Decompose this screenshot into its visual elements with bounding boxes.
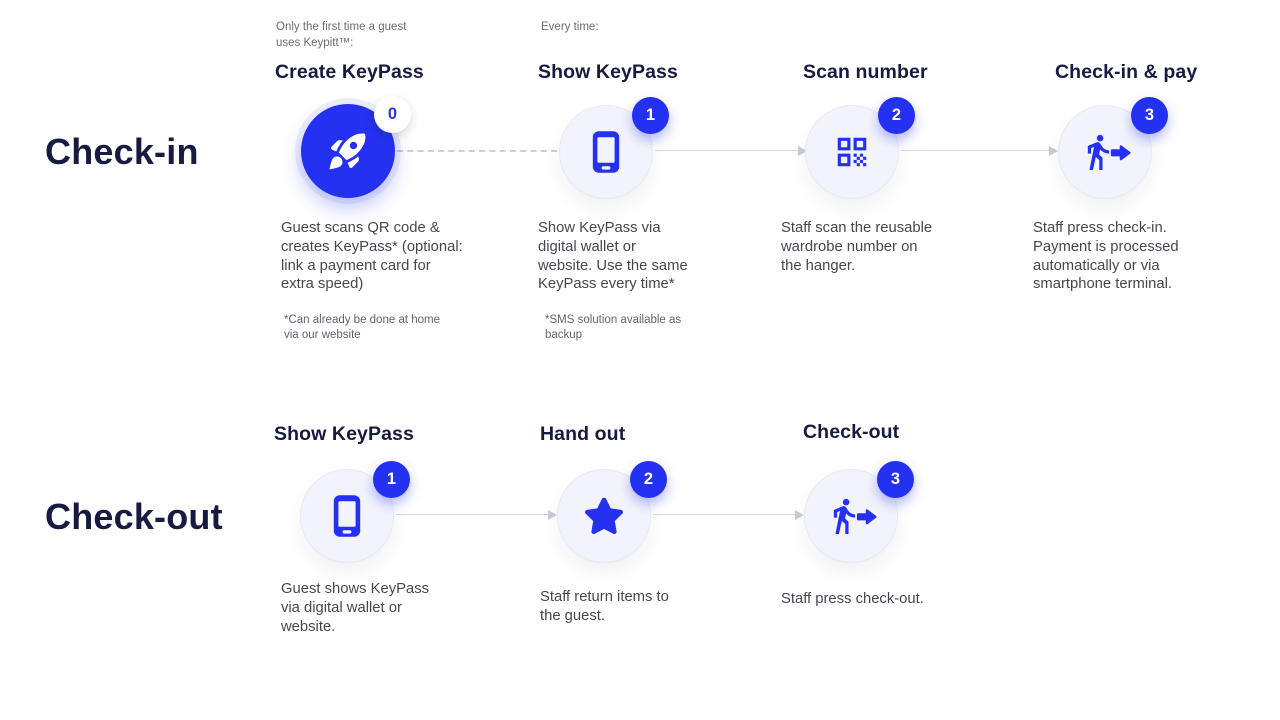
step-badge: 1 <box>373 461 410 498</box>
qr-code-icon <box>837 137 867 167</box>
checkin-row-title: Check-in <box>45 131 199 172</box>
connector-line <box>653 514 796 515</box>
step-badge: 3 <box>877 461 914 498</box>
step-circle-create-keypass: 0 <box>301 96 411 198</box>
step-footnote: *SMS solution available as backup <box>545 314 682 342</box>
step-description: Guest shows KeyPass via digital wallet o… <box>281 581 430 635</box>
step-badge: 1 <box>632 97 669 134</box>
step-title-show-keypass: Show KeyPass <box>538 61 678 83</box>
step-title-scan-number: Scan number <box>803 61 928 83</box>
step-circle-show-keypass-out: 1 <box>300 461 410 563</box>
step-description: Show KeyPass via digital wallet or websi… <box>538 220 688 293</box>
walk-arrow-icon <box>833 498 877 534</box>
step-title-checkin-pay: Check-in & pay <box>1055 61 1198 83</box>
step-badge: 2 <box>630 461 667 498</box>
step-circle-scan-number: 2 <box>805 97 915 199</box>
step-circle-checkout: 3 <box>804 461 914 563</box>
checkout-row-title: Check-out <box>45 496 223 537</box>
step-badge: 0 <box>374 96 411 133</box>
walk-arrow-icon <box>1087 134 1131 170</box>
rocket-icon <box>329 133 366 170</box>
step-badge: 2 <box>878 97 915 134</box>
connector-arrowhead <box>795 510 804 520</box>
step-circle-checkin-pay: 3 <box>1058 97 1168 199</box>
step-title-hand-out: Hand out <box>540 423 626 445</box>
step-circle-hand-out: 2 <box>557 461 667 563</box>
step-description: Staff press check-in. Payment is process… <box>1033 220 1179 293</box>
annotation-every-time: Every time: <box>541 21 599 33</box>
smartphone-icon <box>333 495 361 537</box>
step-title-checkout: Check-out <box>803 421 900 443</box>
connector-dashed <box>397 150 557 152</box>
step-title-show-keypass-out: Show KeyPass <box>274 423 414 445</box>
step-description: Staff scan the reusable wardrobe number … <box>781 220 933 274</box>
annotation-first-time: Only the first time a guest uses Keypitt… <box>276 21 407 49</box>
step-description: Guest scans QR code & creates KeyPass* (… <box>281 220 463 293</box>
step-description: Staff press check-out. <box>781 591 924 607</box>
connector-arrowhead <box>1049 146 1058 156</box>
connector-arrowhead <box>548 510 557 520</box>
connector-line <box>901 150 1050 151</box>
step-circle-show-keypass: 1 <box>559 97 669 199</box>
connector-line <box>655 150 799 151</box>
step-footnote: *Can already be done at home via our web… <box>284 314 440 342</box>
smartphone-icon <box>592 131 620 173</box>
connector-line <box>396 514 549 515</box>
step-badge: 3 <box>1131 97 1168 134</box>
star-icon <box>585 497 623 535</box>
connector-arrowhead <box>798 146 807 156</box>
step-description: Staff return items to the guest. <box>540 589 669 624</box>
step-title-create-keypass: Create KeyPass <box>275 61 424 83</box>
